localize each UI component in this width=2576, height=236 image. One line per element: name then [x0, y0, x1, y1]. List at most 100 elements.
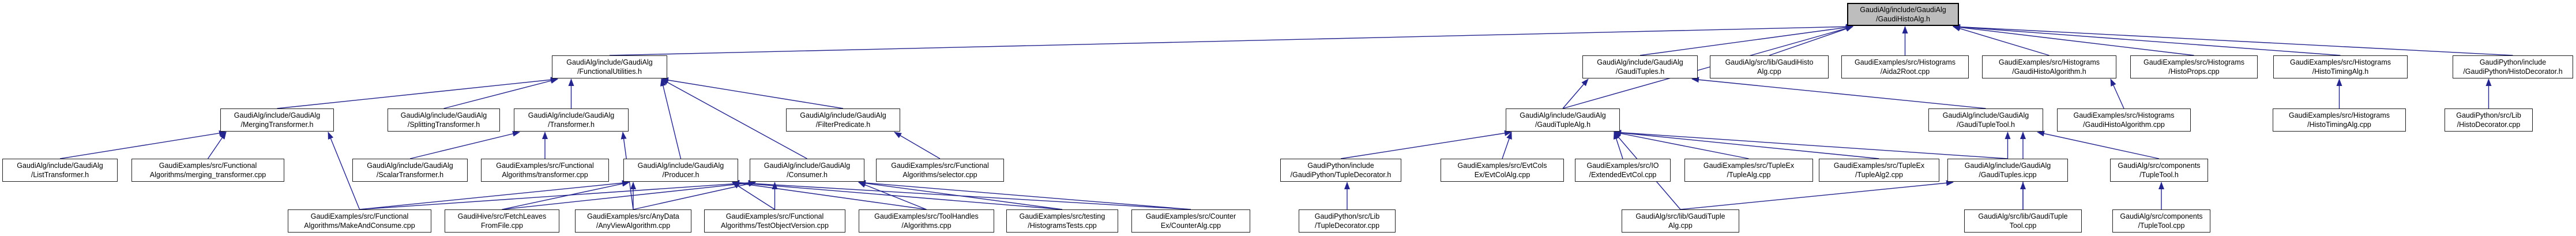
graph-node-histotiming_cpp[interactable]: GaudiExamples/src/Histograms/HistoTiming… — [2273, 108, 2406, 132]
graph-node-gtupletool_h[interactable]: GaudiAlg/include/GaudiAlg/GaudiTupleTool… — [1928, 108, 2043, 132]
node-label-line: GaudiExamples/src/TupleEx — [1703, 162, 1795, 170]
node-label-line: GaudiAlg/include/GaudiAlg — [1942, 111, 2029, 119]
graph-node-ghalgorithm_h[interactable]: GaudiExamples/src/Histograms/GaudiHistoA… — [1982, 55, 2116, 78]
graph-node-extevtcol[interactable]: GaudiExamples/src/IO/ExtendedEvtCol.cpp — [1575, 159, 1671, 182]
node-label-line: /GaudiPython/TupleDecorator.h — [1290, 171, 1392, 179]
node-label-line: Alg.cpp — [1757, 68, 1781, 76]
graph-node-aida2root[interactable]: GaudiExamples/src/Histograms/Aida2Root.c… — [1841, 55, 1969, 78]
node-label-line: Ex/EvtColAlg.cpp — [1474, 171, 1530, 179]
dependency-edge-gtuplealg_h-to-gaudituples — [1562, 78, 1589, 109]
node-label-line: /HistoDecorator.cpp — [2457, 121, 2521, 129]
graph-node-histoprops[interactable]: GaudiExamples/src/Histograms/HistoProps.… — [2130, 55, 2258, 78]
graph-node-tuplealg[interactable]: GaudiExamples/src/TupleEx/TupleAlg.cpp — [1684, 159, 1813, 182]
node-label-line: GaudiExamples/src/Histograms — [2288, 111, 2390, 119]
graph-node-funcutil[interactable]: GaudiAlg/include/GaudiAlg/FunctionalUtil… — [552, 55, 667, 78]
node-label-line: GaudiExamples/src/Functional — [159, 162, 257, 170]
dependency-edge-tuplealg-to-gtuplealg_h — [1614, 130, 1749, 159]
node-label-line: GaudiExamples/src/Functional — [891, 162, 989, 170]
node-label-line: GaudiAlg/include/GaudiAlg — [400, 111, 487, 119]
node-label-line: /TupleDecorator.cpp — [1314, 222, 1380, 230]
node-label-line: GaudiExamples/src/Histograms — [2143, 58, 2245, 66]
node-label-line: /GaudiHistoAlgorithm.cpp — [2083, 121, 2165, 129]
graph-node-gtuplealg_h[interactable]: GaudiAlg/include/GaudiAlg/GaudiTupleAlg.… — [1506, 108, 1620, 132]
graph-node-histtests[interactable]: GaudiExamples/src/testing/HistogramsTest… — [1006, 209, 1118, 233]
dependency-edge-scalar-to-transformer — [409, 130, 520, 159]
node-label-line: /HistoTimingAlg.cpp — [2307, 121, 2371, 129]
node-label-line: /Algorithms.cpp — [901, 222, 952, 230]
node-label-line: GaudiAlg/src/components — [2118, 162, 2201, 170]
graph-node-ghalgorithm_cpp[interactable]: GaudiExamples/src/Histograms/GaudiHistoA… — [2057, 108, 2191, 132]
graph-node-icpp[interactable]: GaudiAlg/include/GaudiAlg/GaudiTuples.ic… — [1947, 159, 2068, 182]
graph-node-transformer[interactable]: GaudiAlg/include/GaudiAlg/Transformer.h — [514, 108, 629, 132]
dependency-edge-filterpred-to-funcutil — [661, 77, 844, 109]
graph-node-consumer[interactable]: GaudiAlg/include/GaudiAlg/Consumer.h — [750, 159, 864, 182]
graph-node-histodec_h[interactable]: GaudiPython/include/GaudiPython/HistoDec… — [2453, 55, 2573, 78]
dependency-edge-counteralg-to-consumer — [858, 179, 1191, 210]
node-label-line: Tool.cpp — [2009, 222, 2037, 230]
node-label-line: GaudiAlg/include/GaudiAlg — [17, 162, 103, 170]
dependency-edge-splitting-to-funcutil — [443, 78, 558, 109]
node-label-line: GaudiExamples/src/testing — [1019, 212, 1105, 220]
dependency-edge-tuplealg2-to-gtuplealg_h — [1614, 130, 1879, 159]
node-label-line: GaudiExamples/src/TupleEx — [1833, 162, 1925, 170]
node-label-line: GaudiExamples/src/Functional — [725, 212, 824, 220]
dependency-edge-toolhandles-to-consumer — [858, 182, 927, 210]
graph-node-tupledec_h[interactable]: GaudiPython/include/GaudiPython/TupleDec… — [1280, 159, 1401, 182]
graph-node-tupletool_h[interactable]: GaudiAlg/src/components/TupleTool.h — [2110, 159, 2208, 182]
node-label-line: /HistoTimingAlg.h — [2312, 68, 2369, 76]
node-label-line: /GaudiTuples.icpp — [1979, 171, 2037, 179]
graph-node-histodec_cpp[interactable]: GaudiPython/src/Lib/HistoDecorator.cpp — [2445, 108, 2533, 132]
graph-node-tupledec_cpp[interactable]: GaudiPython/src/Lib/TupleDecorator.cpp — [1299, 209, 1396, 233]
graph-node-splitting[interactable]: GaudiAlg/include/GaudiAlg/SplittingTrans… — [388, 108, 500, 132]
node-label-line: Algorithms/selector.cpp — [902, 171, 977, 179]
graph-node-anyview[interactable]: GaudiExamples/src/AnyData/AnyViewAlgorit… — [575, 209, 691, 233]
node-label-line: GaudiAlg/include/GaudiAlg — [566, 58, 653, 66]
graph-node-tupletool_cpp[interactable]: GaudiAlg/src/components/TupleTool.cpp — [2112, 209, 2210, 233]
dependency-edge-producer-to-funcutil — [660, 78, 682, 159]
node-label-line: GaudiExamples/src/Functional — [310, 212, 409, 220]
dependency-edge-gtupletool_h-to-gaudituples — [1691, 77, 1986, 109]
graph-node-tuplealg2[interactable]: GaudiExamples/src/TupleEx/TupleAlg2.cpp — [1819, 159, 1939, 182]
node-label-line: Algorithms/transformer.cpp — [502, 171, 588, 179]
graph-node-listtrans[interactable]: GaudiAlg/include/GaudiAlg/ListTransforme… — [2, 159, 118, 182]
graph-node-gaudituples[interactable]: GaudiAlg/include/GaudiAlg/GaudiTuples.h — [1582, 55, 1698, 78]
node-label-line: GaudiAlg/include/GaudiAlg — [234, 111, 321, 119]
dependency-edge-tupletool_h-to-gtupletool_h — [2037, 130, 2160, 159]
dependency-edge-evtcol-to-gtuplealg_h — [1502, 132, 1512, 159]
node-label-line: GaudiExamples/src/IO — [1586, 162, 1659, 170]
dependency-edge-gaudituples-to-root — [1639, 24, 1853, 56]
node-label-line: /Aida2Root.cpp — [1880, 68, 1930, 76]
node-label-line: Algorithms/merging_transformer.cpp — [149, 171, 266, 179]
graph-node-histotiming_h[interactable]: GaudiExamples/src/Histograms/HistoTiming… — [2273, 55, 2408, 78]
node-label-line: GaudiExamples/src/Functional — [496, 162, 594, 170]
dependency-edge-histodec_h-to-root — [1953, 24, 2513, 56]
node-label-line: GaudiExamples/src/Histograms — [1998, 58, 2100, 66]
node-label-line: /ExtendedEvtCol.cpp — [1589, 171, 1657, 179]
dependency-edge-ghalg_cpp-to-root — [1769, 26, 1853, 56]
graph-node-merging[interactable]: GaudiAlg/include/GaudiAlg/MergingTransfo… — [220, 108, 334, 132]
graph-node-producer[interactable]: GaudiAlg/include/GaudiAlg/Producer.h — [623, 159, 738, 182]
dependency-edge-testobj-to-producer — [732, 182, 775, 210]
dependency-edge-fetchleaves-to-producer — [502, 181, 630, 210]
graph-node-toolhandles[interactable]: GaudiExamples/src/ToolHandles/Algorithms… — [859, 209, 994, 233]
node-label-line: GaudiAlg/include/GaudiAlg — [637, 162, 724, 170]
graph-node-filterpred[interactable]: GaudiAlg/include/GaudiAlg/FilterPredicat… — [786, 108, 900, 132]
node-label-line: /GaudiTupleTool.h — [1957, 121, 2015, 129]
node-label-line: /GaudiHistoAlg.h — [1876, 15, 1930, 23]
graph-node-root[interactable]: GaudiAlg/include/GaudiAlg/GaudiHistoAlg.… — [1847, 3, 1959, 26]
graph-node-scalar[interactable]: GaudiAlg/include/GaudiAlg/ScalarTransfor… — [352, 159, 468, 182]
dependency-edge-extevtcol-to-gtuplealg_h — [1613, 132, 1623, 159]
dependency-edge-makeconsume-to-consumer — [359, 179, 756, 210]
